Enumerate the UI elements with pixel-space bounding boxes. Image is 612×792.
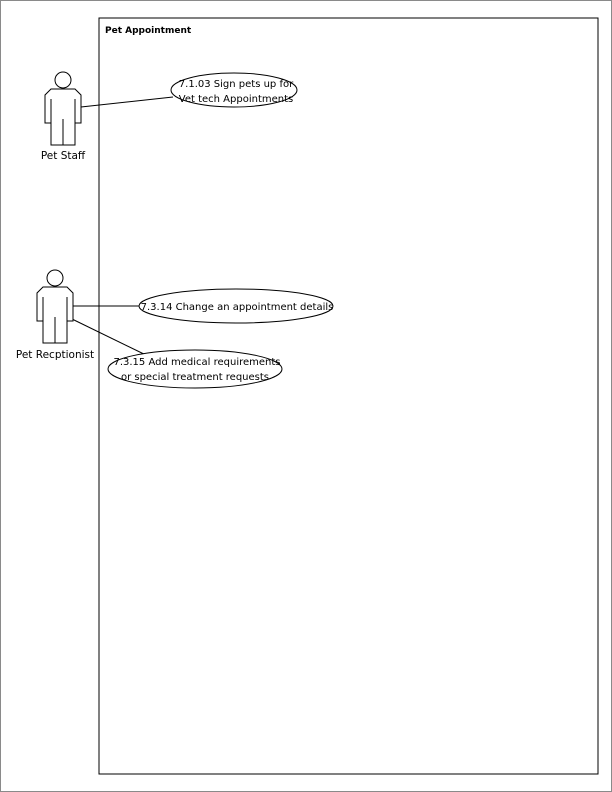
use-case-7-3-15: 7.3.15 Add medical requirements or speci… [107, 349, 283, 389]
use-case-ellipse [170, 72, 298, 108]
use-case-text-line-1: 7.3.15 Add medical requirements [113, 357, 280, 368]
use-case-7-3-14: 7.3.14 Change an appointment details [138, 288, 334, 324]
use-case-text-line-1: 7.3.14 Change an appointment details [141, 302, 334, 313]
use-case-text-line-2: or special treatment requests [121, 372, 269, 383]
use-case-text-line-1: 7.1.03 Sign pets up for [179, 79, 294, 90]
association-pet-staff-uc-7-1-03 [80, 96, 174, 108]
actor-label-pet-staff: Pet Staff [41, 150, 86, 162]
actor-label-pet-receptionist: Pet Recptionist [16, 349, 94, 361]
actor-pet-staff: Pet Staff [41, 71, 86, 162]
system-boundary [98, 17, 599, 775]
actor-pet-receptionist: Pet Recptionist [16, 269, 94, 361]
system-boundary-title: Pet Appointment [105, 26, 192, 36]
association-pet-receptionist-uc-7-3-15 [71, 318, 149, 357]
use-case-text-line-2: Vet tech Appointments [179, 94, 293, 105]
actor-head [54, 71, 72, 89]
actor-head [46, 269, 64, 287]
actor-body [44, 88, 82, 146]
use-case-7-1-03: 7.1.03 Sign pets up for Vet tech Appoint… [170, 72, 298, 108]
use-case-ellipse [107, 349, 283, 389]
use-case-ellipse [138, 288, 334, 324]
actor-body [36, 286, 74, 344]
